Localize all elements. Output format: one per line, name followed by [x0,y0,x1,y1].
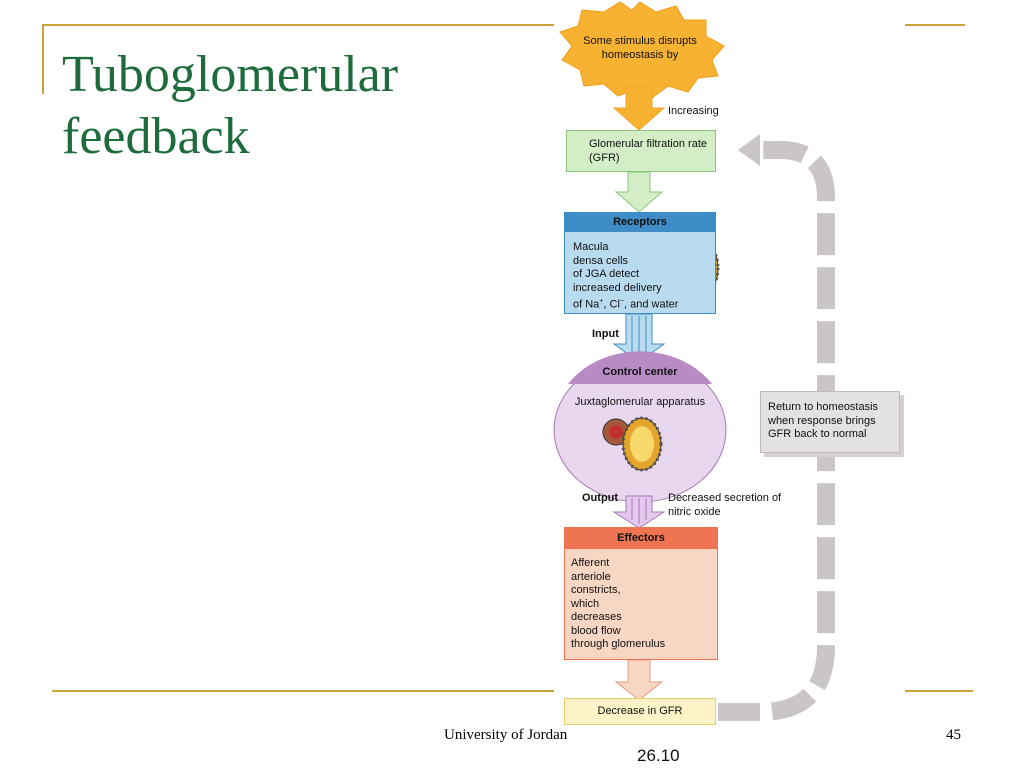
footer-institution: University of Jordan [444,727,568,743]
output-text: Decreased secretion of nitric oxide [668,492,782,518]
feedback-arrowhead [738,134,760,166]
title-line-2: feedback [62,108,250,165]
return-homeostasis-box: Return to homeostasis when response brin… [760,391,900,453]
gfr-variable-text: Glomerular filtration rate (GFR) [589,138,707,164]
effectors-line-5: decreases [571,611,622,623]
control-center-head [568,351,712,384]
effectors-line-4: which [571,597,600,610]
receptors-line-5: of Na+, Cl−, and water [573,298,679,311]
slide-title: Tuboglomerular feedback [62,44,398,168]
effectors-line-3: constricts, [571,584,621,596]
title-line-1: Tuboglomerular [62,46,399,103]
feedback-return-path [718,141,835,721]
receptors-heading: Receptors [565,213,715,232]
control-center-text: Juxtaglomerular apparatus [574,396,706,408]
result-box: Decrease in GFR [564,698,716,725]
increasing-label: Increasing [668,105,719,117]
receptors-line-3: of JGA detect [573,268,640,280]
effectors-line-2: arteriole [571,570,611,583]
effectors-to-result-arrow [614,659,664,701]
receptors-line-2: densa cells [573,254,629,267]
stimulus-arrow [612,85,666,131]
top-rule-left [42,24,554,26]
effectors-line-1: Afferent [571,557,610,569]
output-label: Output [582,492,619,504]
bottom-rule-left [52,690,554,692]
left-vertical-rule [42,24,44,94]
gfr-to-receptors-arrow [614,171,664,213]
jga-icon [602,416,663,472]
receptors-text: Macula densa cells of JGA detect increas… [573,241,693,312]
page-number: 45 [946,727,961,743]
receptors-line-1: Macula [573,241,609,253]
gfr-variable-box: Glomerular filtration rate (GFR) [566,130,716,172]
effectors-text: Afferent arteriole constricts, which dec… [571,557,691,652]
output-arrow [612,495,666,529]
control-center-heading: Control center [602,366,678,378]
bottom-rule-right [905,690,973,692]
figure-number: 26.10 [637,746,680,765]
effectors-line-6: blood flow [571,624,621,637]
result-text: Decrease in GFR [597,705,683,717]
receptors-line-4: increased delivery [573,281,662,294]
receptors-box: Receptors Macula densa cells of JGA dete… [564,212,716,314]
effectors-heading: Effectors [565,528,717,549]
top-rule-right [905,24,965,26]
return-homeostasis-text: Return to homeostasis when response brin… [768,401,879,440]
stimulus-text: Some stimulus disrupts homeostasis by [583,35,697,61]
input-label: Input [592,328,619,340]
effectors-box: Effectors Afferent arteriole constricts,… [564,527,718,660]
effectors-line-7: through glomerulus [571,638,666,650]
